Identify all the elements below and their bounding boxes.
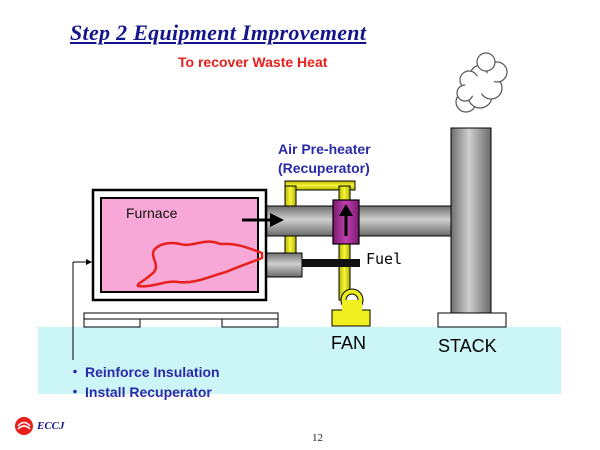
list-item-text: Reinforce Insulation — [85, 364, 220, 380]
fuel-label: Fuel — [366, 250, 403, 268]
improvement-list: ・Reinforce Insulation ・Install Recuperat… — [68, 362, 220, 402]
heat-flow-arrow-icon — [242, 213, 284, 227]
air-preheater-label-line2: (Recuperator) — [278, 160, 370, 176]
flame — [136, 240, 264, 288]
eccj-logo: ECCJ — [14, 416, 65, 436]
bullet-marker: ・ — [68, 364, 82, 380]
floor — [38, 327, 561, 394]
burner-duct — [264, 252, 303, 278]
list-item: ・Reinforce Insulation — [68, 362, 220, 382]
page-title: Step 2 Equipment Improvement — [70, 20, 367, 45]
fan-label: FAN — [331, 333, 367, 353]
flue-duct — [264, 205, 456, 237]
list-item: ・Install Recuperator — [68, 382, 220, 402]
list-item-text: Install Recuperator — [85, 384, 212, 400]
insulation-pointer-icon — [72, 259, 92, 360]
stack-label: STACK — [438, 336, 497, 356]
fan — [331, 288, 371, 327]
eccj-logo-icon — [15, 417, 33, 435]
air-preheater-label-line1: Air Pre-heater — [278, 141, 371, 157]
stack-base — [437, 312, 507, 328]
smoke-cloud — [455, 52, 508, 113]
page-number: 12 — [312, 432, 323, 444]
up-arrow-icon — [339, 204, 353, 236]
furnace-label: Furnace — [126, 205, 178, 221]
furnace-support-base — [83, 312, 279, 320]
fuel-line — [302, 259, 360, 267]
stack — [450, 127, 492, 314]
air-preheater-label: Air Pre-heater (Recuperator) — [278, 140, 371, 178]
page-subtitle: To recover Waste Heat — [178, 54, 328, 70]
eccj-logo-text: ECCJ — [37, 420, 65, 432]
bullet-marker: ・ — [68, 384, 82, 400]
